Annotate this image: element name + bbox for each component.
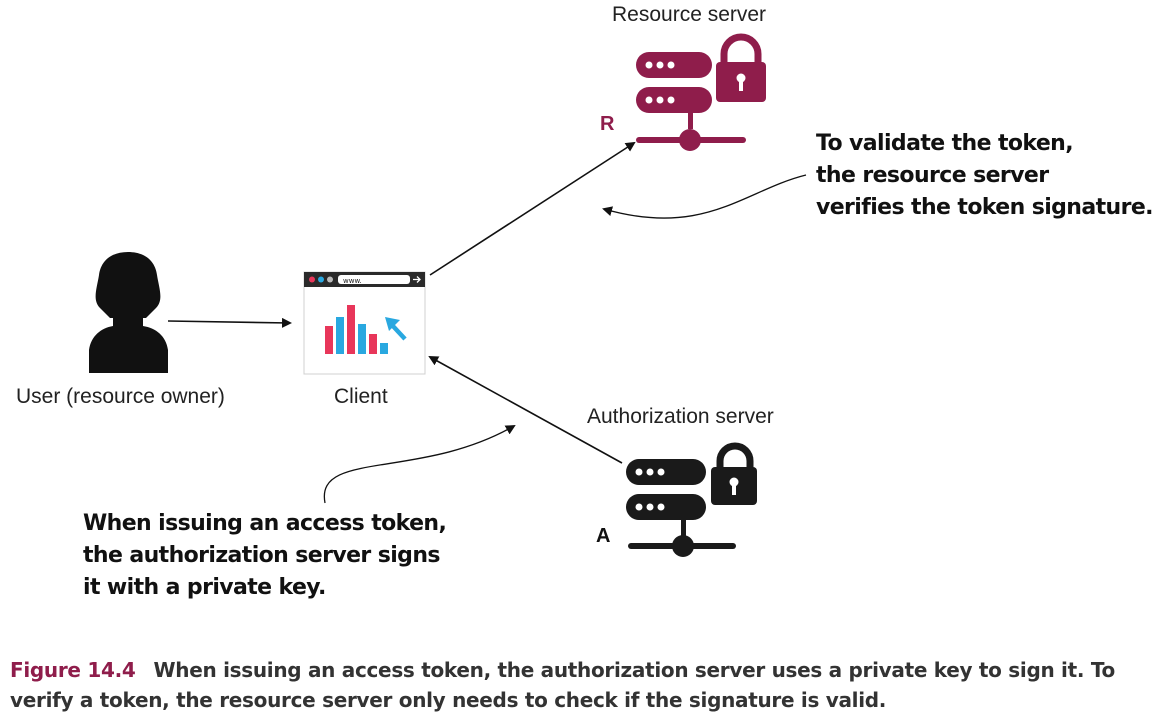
client-label: Client <box>334 385 388 408</box>
architecture-diagram: www. <box>89 33 807 557</box>
chart-bar <box>325 326 333 354</box>
authorization-server-label: Authorization server <box>587 405 774 428</box>
client-browser-icon: www. <box>303 271 426 375</box>
validate-annotation-pointer <box>602 174 807 219</box>
client-url-text: www. <box>343 277 362 285</box>
issue-annotation: When issuing an access token, the author… <box>83 508 447 604</box>
chart-bar <box>380 343 388 354</box>
validate-annotation-line: verifies the token signature. <box>816 195 1153 220</box>
resource-server-marker: R <box>600 113 615 135</box>
figure-number: Figure 14.4 <box>10 658 136 682</box>
validate-annotation-line: To validate the token, <box>816 131 1074 156</box>
chart-bar <box>336 317 344 354</box>
arrow-client-to-resource-server <box>429 141 636 276</box>
validate-annotation-line: the resource server <box>816 163 1049 188</box>
pointer-arrow-icon <box>385 317 407 341</box>
user-icon <box>89 252 168 373</box>
caption-text: When issuing an access token, the author… <box>10 658 1115 712</box>
chart-bar <box>369 334 377 354</box>
resource-server-icon <box>636 33 766 151</box>
resource-server-label: Resource server <box>612 3 767 26</box>
issue-annotation-line: When issuing an access token, <box>83 511 447 536</box>
authorization-server-marker: A <box>596 525 611 547</box>
issue-annotation-pointer <box>323 425 516 504</box>
issue-annotation-line: it with a private key. <box>83 575 326 600</box>
arrow-user-to-client <box>167 317 292 328</box>
chart-bar <box>347 305 355 354</box>
arrow-auth-server-to-client <box>428 356 623 464</box>
issue-annotation-line: the authorization server signs <box>83 543 440 568</box>
user-label: User (resource owner) <box>16 385 225 408</box>
authorization-server-icon <box>626 442 757 557</box>
chart-bar <box>358 324 366 354</box>
validate-annotation: To validate the token, the resource serv… <box>816 128 1153 224</box>
